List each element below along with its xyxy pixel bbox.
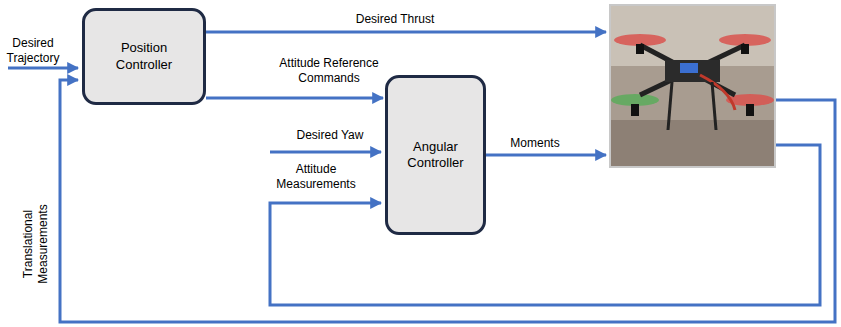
controller-label: Position Controller [93,40,195,73]
moments-wire [486,154,606,157]
signal-label: Translational Measurements [21,184,51,304]
connector-label: Attitude Reference Commands [270,56,388,86]
signal-label: Desired Thrust [340,12,450,27]
controller-label: Angular Controller [396,139,475,172]
yaw-wire [270,151,381,154]
trajectory-wire [8,67,78,70]
signal-label: Attitude Measurements [266,162,366,192]
signal-label: Moments [500,136,570,151]
signal-connector [206,97,383,100]
thrust-wire [206,31,606,34]
controller-box: Angular Controller [385,75,486,235]
signal-label: Desired Yaw [285,128,375,143]
signal-label: Desired Trajectory [2,36,64,66]
attitude-feedback-wire [270,145,820,305]
controller-box: Position Controller [82,8,206,105]
quadcopter-photo [610,5,775,167]
